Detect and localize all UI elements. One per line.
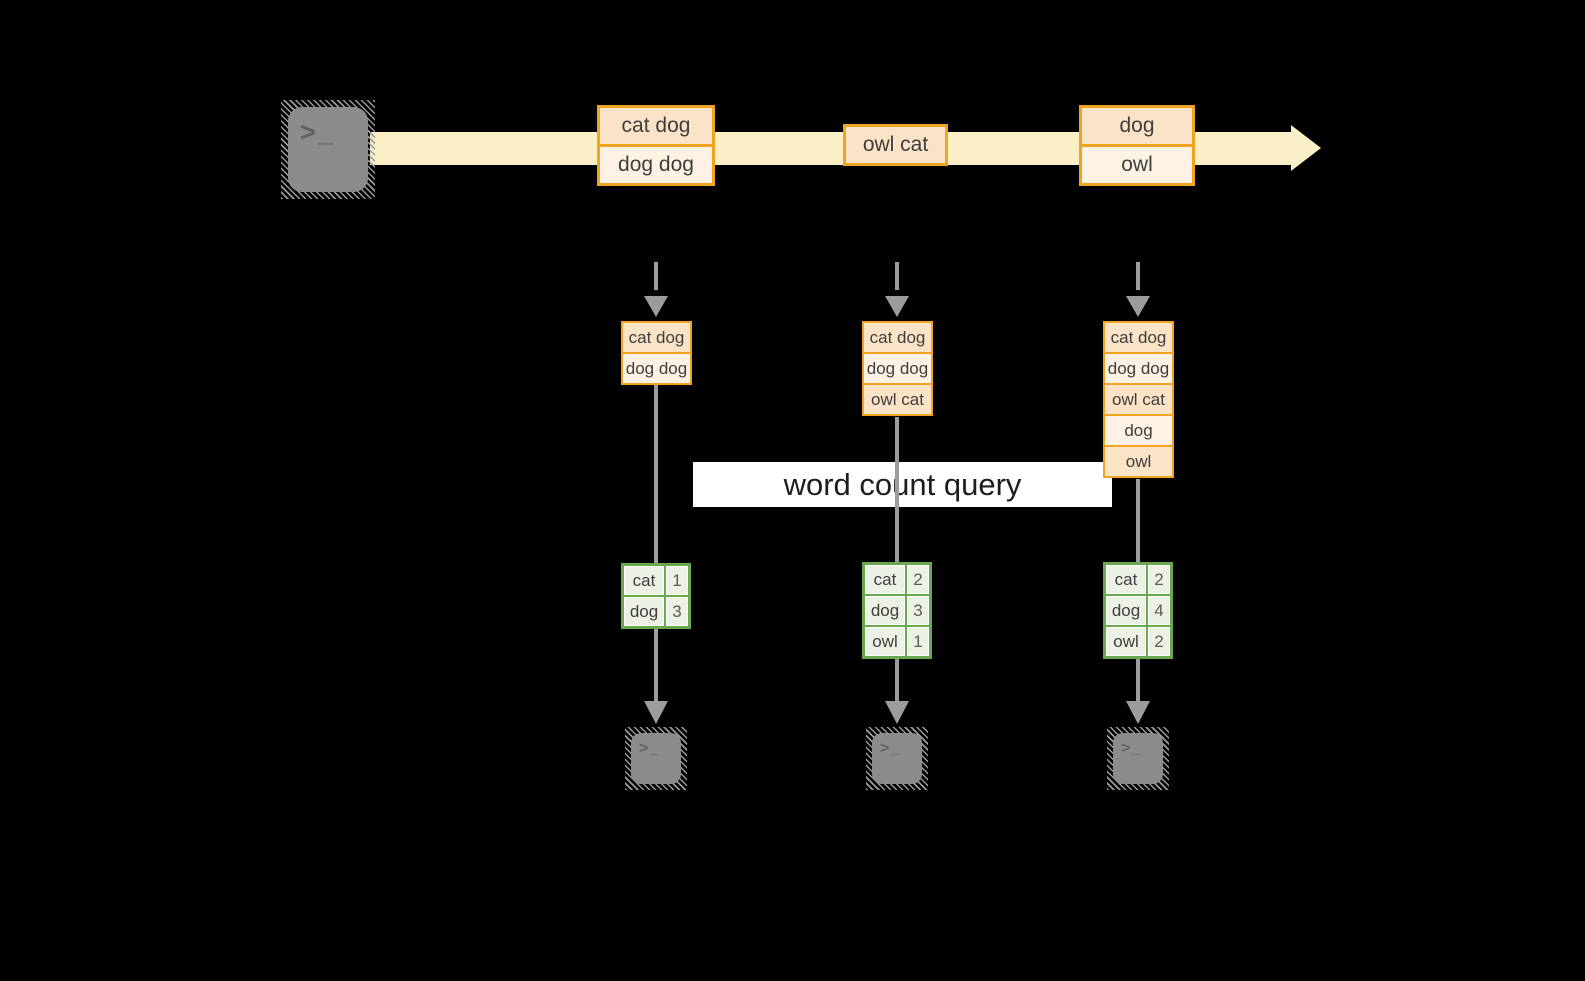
record-row: owl cat (864, 383, 931, 414)
count-value-cell: 1 (666, 566, 688, 595)
terminal-screen: >_ (288, 107, 368, 192)
feed-dashed-arrow (654, 262, 658, 290)
record-row: cat dog (1105, 323, 1172, 352)
record-row: dog dog (864, 352, 931, 383)
count-word-cell: owl (865, 627, 905, 656)
count-word-cell: cat (865, 565, 905, 594)
record-row: dog (1082, 108, 1192, 144)
terminal-prompt-glyph: >_ (639, 740, 660, 757)
count-value-cell: 3 (907, 596, 929, 625)
output-arrowhead-icon (644, 701, 668, 724)
record-row: owl cat (1105, 383, 1172, 414)
count-value-cell: 2 (1148, 565, 1170, 594)
feed-arrowhead-icon (885, 296, 909, 317)
record-row: cat dog (864, 323, 931, 352)
count-word-cell: cat (1106, 565, 1146, 594)
record-row: cat dog (600, 108, 712, 144)
stream-event-box-2: owl cat (843, 124, 948, 166)
terminal-prompt-glyph: >_ (1121, 740, 1142, 757)
count-value-cell: 1 (907, 627, 929, 656)
query-label-text: word count query (783, 466, 1022, 502)
count-word-cell: dog (624, 597, 664, 626)
record-row: owl (1105, 445, 1172, 476)
count-value-cell: 2 (1148, 627, 1170, 656)
terminal-prompt-glyph: >_ (880, 740, 901, 757)
terminal-prompt-glyph: >_ (300, 117, 335, 147)
record-row: dog (1105, 414, 1172, 445)
query-connector-line (895, 417, 899, 562)
terminal-sink-icon-3: >_ (1107, 727, 1169, 790)
record-row: dog dog (1105, 352, 1172, 383)
count-word-cell: dog (865, 596, 905, 625)
record-row: cat dog (623, 323, 690, 352)
query-connector-line (1136, 479, 1140, 562)
terminal-screen: >_ (1113, 733, 1163, 784)
feed-dashed-arrow (1136, 262, 1140, 290)
terminal-screen: >_ (872, 733, 922, 784)
record-row: dog dog (623, 352, 690, 383)
count-word-cell: owl (1106, 627, 1146, 656)
count-word-cell: dog (1106, 596, 1146, 625)
stream-timeline-arrowhead-icon (1291, 125, 1321, 171)
terminal-sink-icon-1: >_ (625, 727, 687, 790)
terminal-source-icon: >_ (281, 100, 375, 199)
count-value-cell: 4 (1148, 596, 1170, 625)
output-arrow-line (654, 629, 658, 701)
query-connector-line (654, 384, 658, 563)
feed-arrowhead-icon (1126, 296, 1150, 317)
feed-arrowhead-icon (644, 296, 668, 317)
query-label: word count query (693, 462, 1112, 507)
output-arrowhead-icon (1126, 701, 1150, 724)
terminal-sink-icon-2: >_ (866, 727, 928, 790)
output-arrowhead-icon (885, 701, 909, 724)
record-row: owl cat (846, 127, 945, 163)
output-arrow-line (895, 658, 899, 701)
terminal-screen: >_ (631, 733, 681, 784)
count-value-cell: 3 (666, 597, 688, 626)
feed-dashed-arrow (895, 262, 899, 290)
count-word-cell: cat (624, 566, 664, 595)
record-row: dog dog (600, 144, 712, 183)
record-row: owl (1082, 144, 1192, 183)
count-value-cell: 2 (907, 565, 929, 594)
output-arrow-line (1136, 658, 1140, 701)
